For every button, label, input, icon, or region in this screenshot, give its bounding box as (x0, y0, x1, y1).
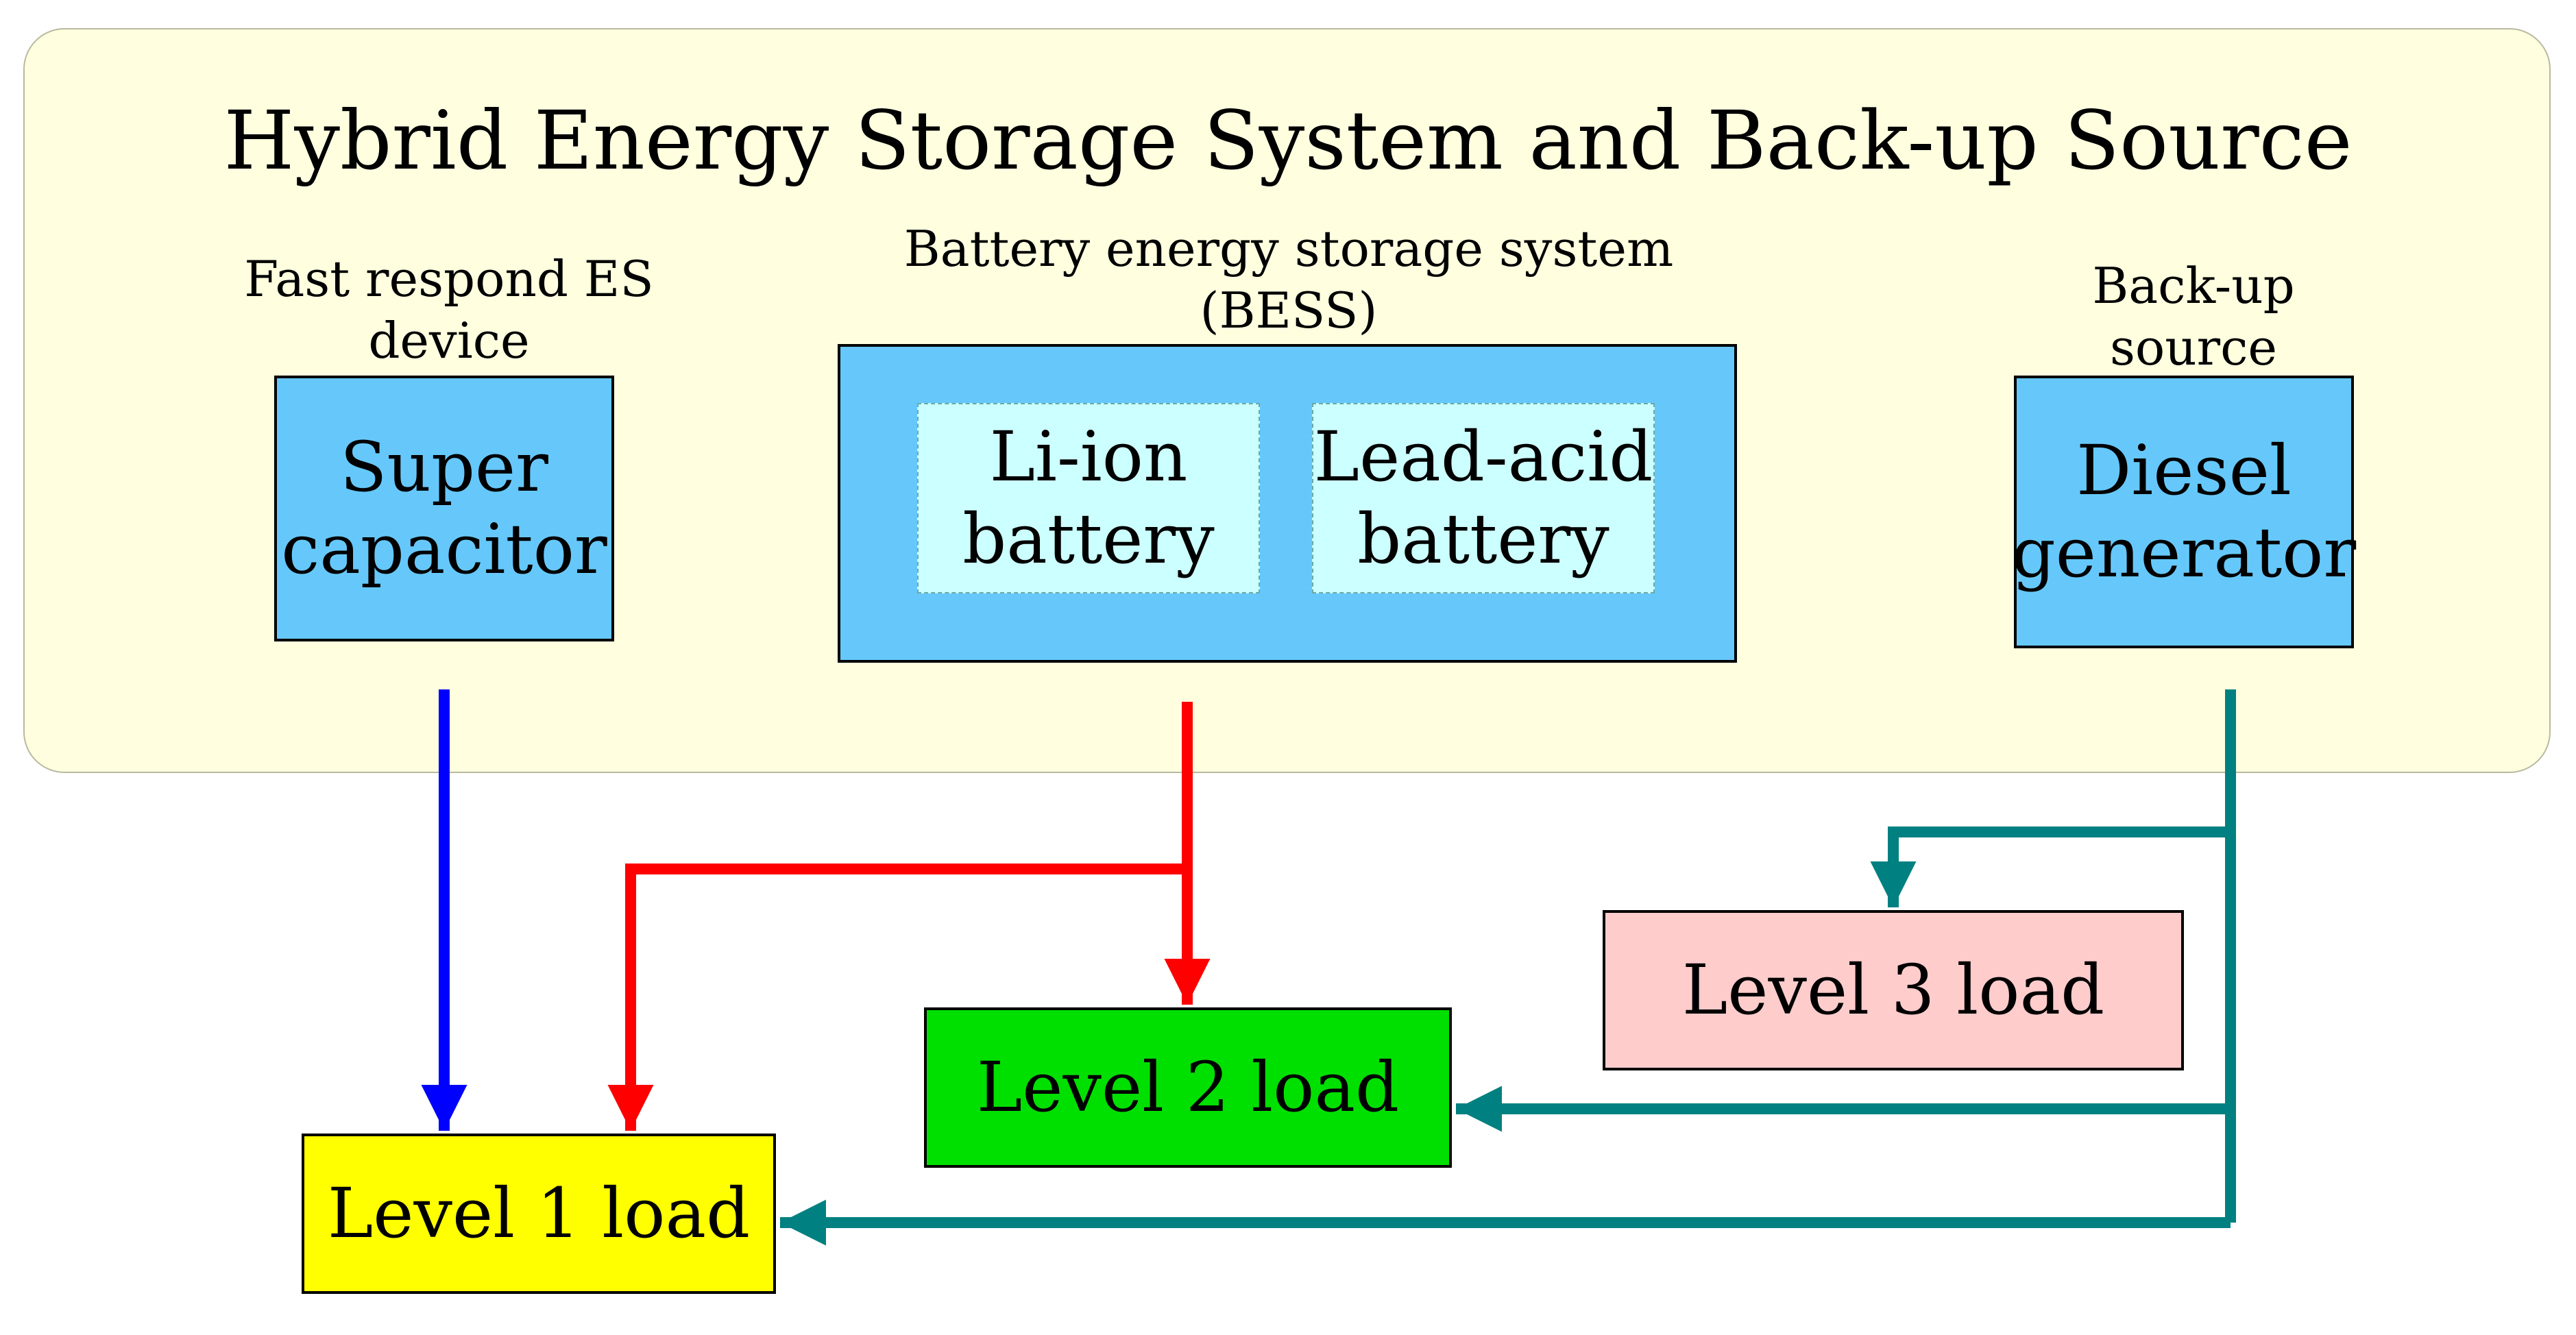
level-2-load-label: Level 2 load (976, 1047, 1400, 1127)
supercapacitor-label: Super capacitor (281, 427, 607, 589)
level-1-load-box: Level 1 load (302, 1134, 776, 1294)
backup-caption: Back-up source (2092, 257, 2295, 376)
supercapacitor-box: Super capacitor (274, 376, 614, 641)
lead-acid-battery-label: Lead-acid battery (1313, 417, 1653, 579)
lead-acid-battery-box: Lead-acid battery (1312, 403, 1655, 593)
li-ion-battery-label: Li-ion battery (962, 417, 1215, 579)
diesel-generator-box: Diesel generator (2011, 376, 2357, 648)
diesel-to-level3-arrow (1870, 826, 2231, 907)
level-1-load-label: Level 1 load (327, 1173, 751, 1253)
level-3-load-box: Level 3 load (1603, 910, 2184, 1070)
bess-caption: Battery energy storage system (BESS) (903, 220, 1674, 339)
li-ion-battery-box: Li-ion battery (917, 403, 1260, 593)
diesel-generator-label: Diesel generator (2011, 430, 2357, 593)
level-3-load-label: Level 3 load (1681, 950, 2105, 1030)
level-2-load-box: Level 2 load (924, 1007, 1452, 1168)
supercap-caption: Fast respond ES device (244, 250, 654, 369)
bess-to-level1-arrow (607, 864, 1187, 1131)
diagram-title: Hybrid Energy Storage System and Back-up… (223, 93, 2353, 188)
